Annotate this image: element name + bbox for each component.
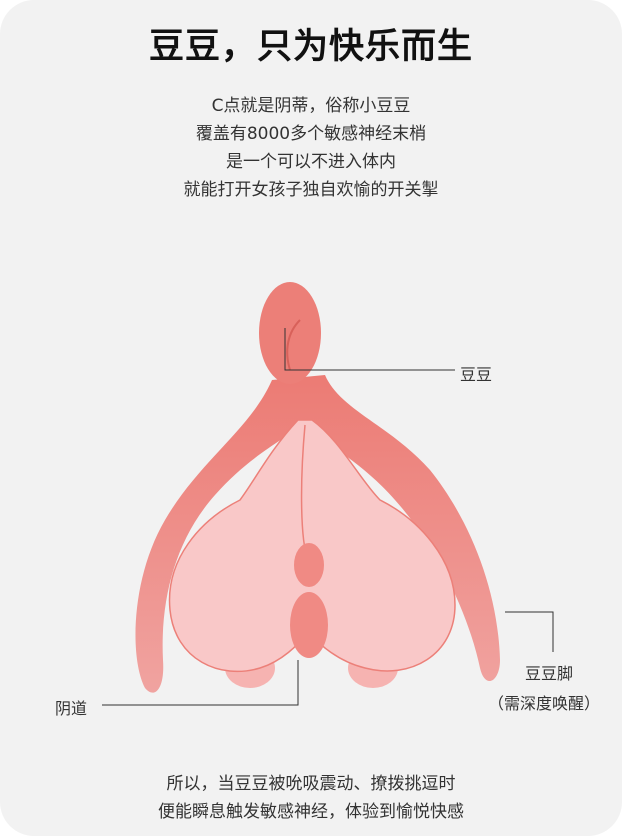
outro-line: 便能瞬息触发敏感神经，体验到愉悦快感 xyxy=(158,802,464,822)
label-crura-note: （需深度唤醒） xyxy=(488,694,601,713)
crura-shape xyxy=(135,375,500,693)
label-crura: 豆豆脚 xyxy=(525,664,574,683)
clitoris-leader-line xyxy=(284,328,455,371)
outro-text: 所以，当豆豆被吮吸震动、撩拨挑逗时 便能瞬息触发敏感神经，体验到愉悦快感 xyxy=(0,770,622,826)
label-vagina: 阴道 xyxy=(55,699,88,718)
crura-leader-line xyxy=(505,611,554,652)
intro-text: C点就是阴蒂，俗称小豆豆 覆盖有8000多个敏感神经末梢 是一个可以不进入体内 … xyxy=(0,92,622,204)
label-clitoris: 豆豆 xyxy=(460,365,493,384)
intro-line: 就能打开女孩子独自欢愉的开关掣 xyxy=(183,180,439,200)
urethra-shape xyxy=(294,543,324,587)
intro-line: 是一个可以不进入体内 xyxy=(226,152,396,172)
vagina-leader-line xyxy=(102,660,299,706)
page-title: 豆豆，只为快乐而生 xyxy=(148,27,473,67)
hood-line xyxy=(286,319,301,371)
outro-line: 所以，当豆豆被吮吸震动、撩拨挑逗时 xyxy=(166,774,456,794)
intro-line: C点就是阴蒂，俗称小豆豆 xyxy=(211,96,411,116)
vagina-shape xyxy=(290,592,328,658)
intro-line: 覆盖有8000多个敏感神经末梢 xyxy=(195,124,427,144)
